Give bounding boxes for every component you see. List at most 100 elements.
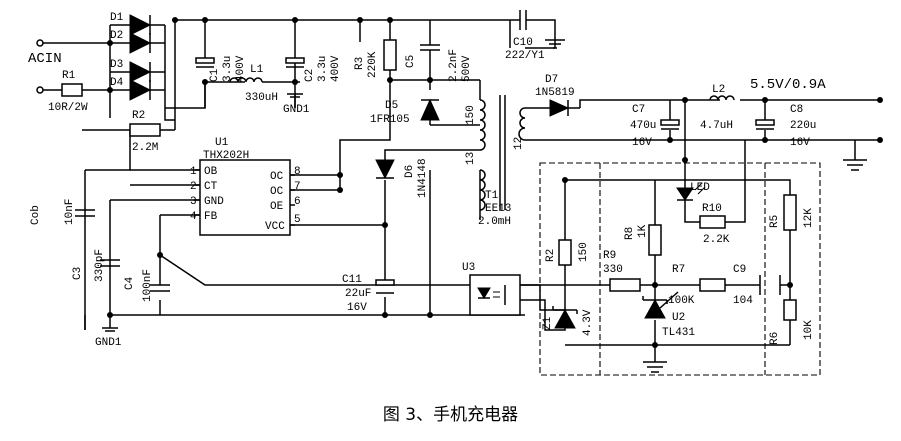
led-label: LED [690, 182, 710, 194]
r10-value-label: 2.2K [703, 234, 730, 246]
u1-pin5-name: VCC [265, 221, 285, 233]
r9-resistor [609, 278, 641, 292]
d1-label: D1 [110, 12, 124, 24]
l1-ref-label: L1 [250, 64, 264, 76]
c5-ref-label: C5 [405, 55, 417, 68]
c8-cap-label: 220u [790, 120, 816, 132]
c7-cap-label: 470u [630, 120, 656, 132]
d3-label: D3 [110, 59, 123, 71]
c9-value-label: 104 [733, 295, 753, 307]
d7-ref-label: D7 [545, 74, 558, 86]
u1-pin1-name: OB [204, 166, 218, 178]
led-indicator [676, 162, 706, 201]
u1-pin-labels: 1 OB 2 CT 3 GND 4 FB OC 8 OC 7 OE 6 VCC … [190, 166, 301, 233]
component-labels: ACIN 5.5V/0.9A D1 D2 D3 D4 R1 10R/2W R2 … [28, 12, 826, 349]
cob-value-label: 10nF [64, 199, 76, 225]
u1-ic-body [199, 159, 291, 236]
c11-capacitor [375, 279, 395, 294]
u1-pin1-num: 1 [190, 166, 197, 178]
c3-capacitor [100, 259, 120, 267]
output-negative-terminal [877, 137, 883, 143]
c2-capacitor [285, 57, 305, 68]
u2-ref-label: U2 [672, 312, 685, 324]
u1-pin8-num: 8 [294, 166, 301, 178]
u1-part-label: THX202H [203, 150, 249, 162]
u3-ref-label: U3 [462, 262, 475, 274]
output-label: 5.5V/0.9A [750, 77, 826, 93]
c10-capacitor [510, 10, 565, 49]
secondary-ground-symbol [843, 159, 867, 171]
gnd1-bottom-symbol [102, 315, 118, 332]
c3-ref-label: C3 [72, 267, 84, 280]
r2-ref-label: R2 [132, 110, 145, 122]
gnd1-bottom-label: GND1 [95, 337, 122, 349]
r7-ref-label: R7 [672, 264, 685, 276]
l1-inductor [229, 77, 283, 83]
r9-value-label: 330 [603, 264, 623, 276]
u1-pin3-name: GND [204, 196, 224, 208]
bridge-diodes [129, 14, 152, 101]
d5-value-label: 1FR105 [370, 114, 410, 126]
u1-pin6-num: 6 [294, 196, 301, 208]
t1-ref-label: T1 [485, 190, 499, 202]
r1-ref-label: R1 [62, 70, 76, 82]
cob-ref-label: Cob [30, 205, 42, 225]
r8-value-label: 1K [637, 224, 649, 238]
c11-volt-label: 16V [347, 302, 367, 314]
u1-pin2-num: 2 [190, 181, 197, 193]
c4-capacitor [150, 284, 170, 292]
feedback-ground-symbol [643, 345, 667, 373]
d2-label: D2 [110, 30, 123, 42]
r6-resistor [783, 299, 797, 321]
r6-ref-label: R6 [769, 332, 781, 345]
d7-diode [540, 99, 580, 117]
r2-feedback-ref-label: R2 [545, 249, 557, 262]
c3-value-label: 330pF [94, 249, 106, 282]
d4-label: D4 [110, 77, 124, 89]
r5-ref-label: R5 [769, 215, 781, 228]
r7-value-label: 100K [668, 295, 695, 307]
u1-pin8-name: OC [270, 171, 284, 183]
c10-value-label: 222/Y1 [505, 50, 545, 62]
l2-value-label: 4.7uH [700, 120, 733, 132]
z1-value-label: 4.3V [582, 309, 594, 336]
d6-ref-label: D6 [404, 165, 416, 178]
c4-value-label: 100nF [142, 269, 154, 302]
c9-capacitor [759, 275, 781, 295]
feedback-area-outline [539, 162, 821, 376]
u1-pin7-num: 7 [294, 181, 301, 193]
c7-volt-label: 16V [632, 137, 652, 149]
d6-value-label: 1N4148 [417, 158, 429, 198]
r2-feedback-resistor [558, 239, 572, 266]
t1-secondary-label: 12 [513, 137, 525, 150]
u1-ref-label: U1 [215, 137, 229, 149]
u1-pin3-num: 3 [190, 196, 197, 208]
c9-ref-label: C9 [733, 264, 746, 276]
u3-optocoupler [469, 274, 521, 316]
c7-ref-label: C7 [632, 104, 645, 116]
d5-ref-label: D5 [385, 100, 398, 112]
input-label: ACIN [28, 51, 62, 67]
c2-cap-label: 3.3u [317, 56, 329, 82]
c8-ref-label: C8 [790, 104, 803, 116]
c2-ref-label: C2 [304, 69, 316, 82]
l2-inductor [709, 95, 735, 101]
d7-value-label: 1N5819 [535, 87, 575, 99]
c5-cap-label: 2.2nF [448, 49, 460, 82]
c10-ref-label: C10 [513, 37, 533, 49]
r6-value-label: 10K [803, 320, 815, 340]
c2-volt-label: 400V [330, 55, 342, 82]
c8-volt-label: 16V [790, 137, 810, 149]
r10-resistor [699, 215, 726, 229]
z1-ref-label: Z1 [542, 316, 554, 330]
u1-pin5-num: 5 [294, 214, 301, 226]
u1-pin4-num: 4 [190, 211, 197, 223]
gnd1-top-label: GND1 [283, 104, 310, 116]
c5-capacitor [420, 44, 440, 65]
l1-value-label: 330uH [245, 92, 278, 104]
d5-diode [420, 98, 440, 121]
r3-value-label: 220K [367, 51, 379, 78]
t1-core-label: EE13 [485, 203, 511, 215]
t1-primary-label: 150 [465, 105, 477, 125]
c5-volt-label: 500V [461, 55, 473, 82]
